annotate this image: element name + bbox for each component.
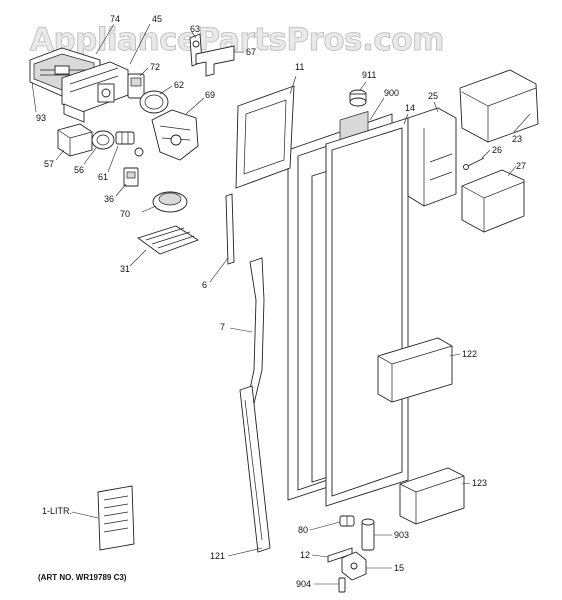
tube-part-903[interactable] <box>361 518 375 551</box>
label-67: 67 <box>246 47 256 57</box>
label-27: 27 <box>516 161 526 171</box>
label-72: 72 <box>150 62 160 72</box>
label-26: 26 <box>492 145 502 155</box>
gear-ring-part-62[interactable] <box>139 90 169 114</box>
pin-part-904[interactable] <box>338 577 346 593</box>
label-69: 69 <box>205 90 215 100</box>
label-36: 36 <box>104 194 114 204</box>
cap-part-911[interactable] <box>349 89 367 107</box>
label-23: 23 <box>512 134 522 144</box>
label-911: 911 <box>362 70 376 80</box>
dispenser-frame-part-11[interactable] <box>235 85 295 189</box>
label-61: 61 <box>98 172 108 182</box>
bin-part-123[interactable] <box>399 467 465 525</box>
switch-part-36[interactable] <box>123 167 139 187</box>
label-904: 904 <box>296 579 311 589</box>
heater-grid-part-31[interactable] <box>137 225 200 255</box>
label-63: 63 <box>190 24 200 34</box>
label-31: 31 <box>120 264 130 274</box>
bin-part-27[interactable] <box>461 169 525 233</box>
label-6: 6 <box>202 280 207 290</box>
door-gasket-part-14[interactable] <box>325 117 409 507</box>
fitting-part-15[interactable] <box>341 551 367 581</box>
label-123: 123 <box>472 478 487 488</box>
bin-cover-part-23[interactable] <box>459 69 539 143</box>
ring-part-70[interactable] <box>152 191 188 213</box>
label-56: 56 <box>74 165 84 175</box>
coupling-part-61[interactable] <box>115 131 144 157</box>
switch-part-72[interactable] <box>127 73 145 99</box>
art-number: (ART NO. WR19789 C3) <box>38 573 127 582</box>
watermark-logo: AppliancePartsPros.com <box>30 22 444 58</box>
label-70: 70 <box>120 209 130 219</box>
leader-lines <box>31 23 531 585</box>
label-12: 12 <box>300 550 310 560</box>
label-15: 15 <box>394 563 404 573</box>
nut-part-80[interactable] <box>339 515 355 527</box>
label-11: 11 <box>295 62 304 72</box>
label-25: 25 <box>428 91 438 101</box>
bracket-part-25[interactable] <box>407 107 457 207</box>
actuator-bracket-part-67[interactable] <box>195 45 235 77</box>
solenoid-part-57[interactable] <box>57 123 93 157</box>
bin-part-122[interactable] <box>377 337 453 403</box>
label-1-litr: 1-LITR. <box>42 506 72 516</box>
cover-assembly-part-69[interactable] <box>151 109 199 161</box>
label-45: 45 <box>152 14 162 24</box>
label-57: 57 <box>44 159 54 169</box>
part-number-labels: 74 45 63 67 72 62 69 93 57 56 61 36 70 3… <box>36 14 526 589</box>
label-900: 900 <box>384 88 399 98</box>
label-62: 62 <box>174 80 184 90</box>
label-7: 7 <box>220 322 225 332</box>
label-122: 122 <box>462 349 477 359</box>
manual-booklet-1-litr[interactable] <box>97 485 135 551</box>
label-93: 93 <box>36 113 46 123</box>
handle-trim-part-121[interactable] <box>239 385 271 553</box>
strip-part-6[interactable] <box>225 193 235 265</box>
label-903: 903 <box>394 530 409 540</box>
label-80: 80 <box>298 525 308 535</box>
label-121: 121 <box>210 551 225 561</box>
motor-part-56[interactable] <box>91 130 115 150</box>
label-74: 74 <box>110 14 120 24</box>
screw-part-26[interactable] <box>463 157 485 170</box>
label-14: 14 <box>405 103 415 113</box>
